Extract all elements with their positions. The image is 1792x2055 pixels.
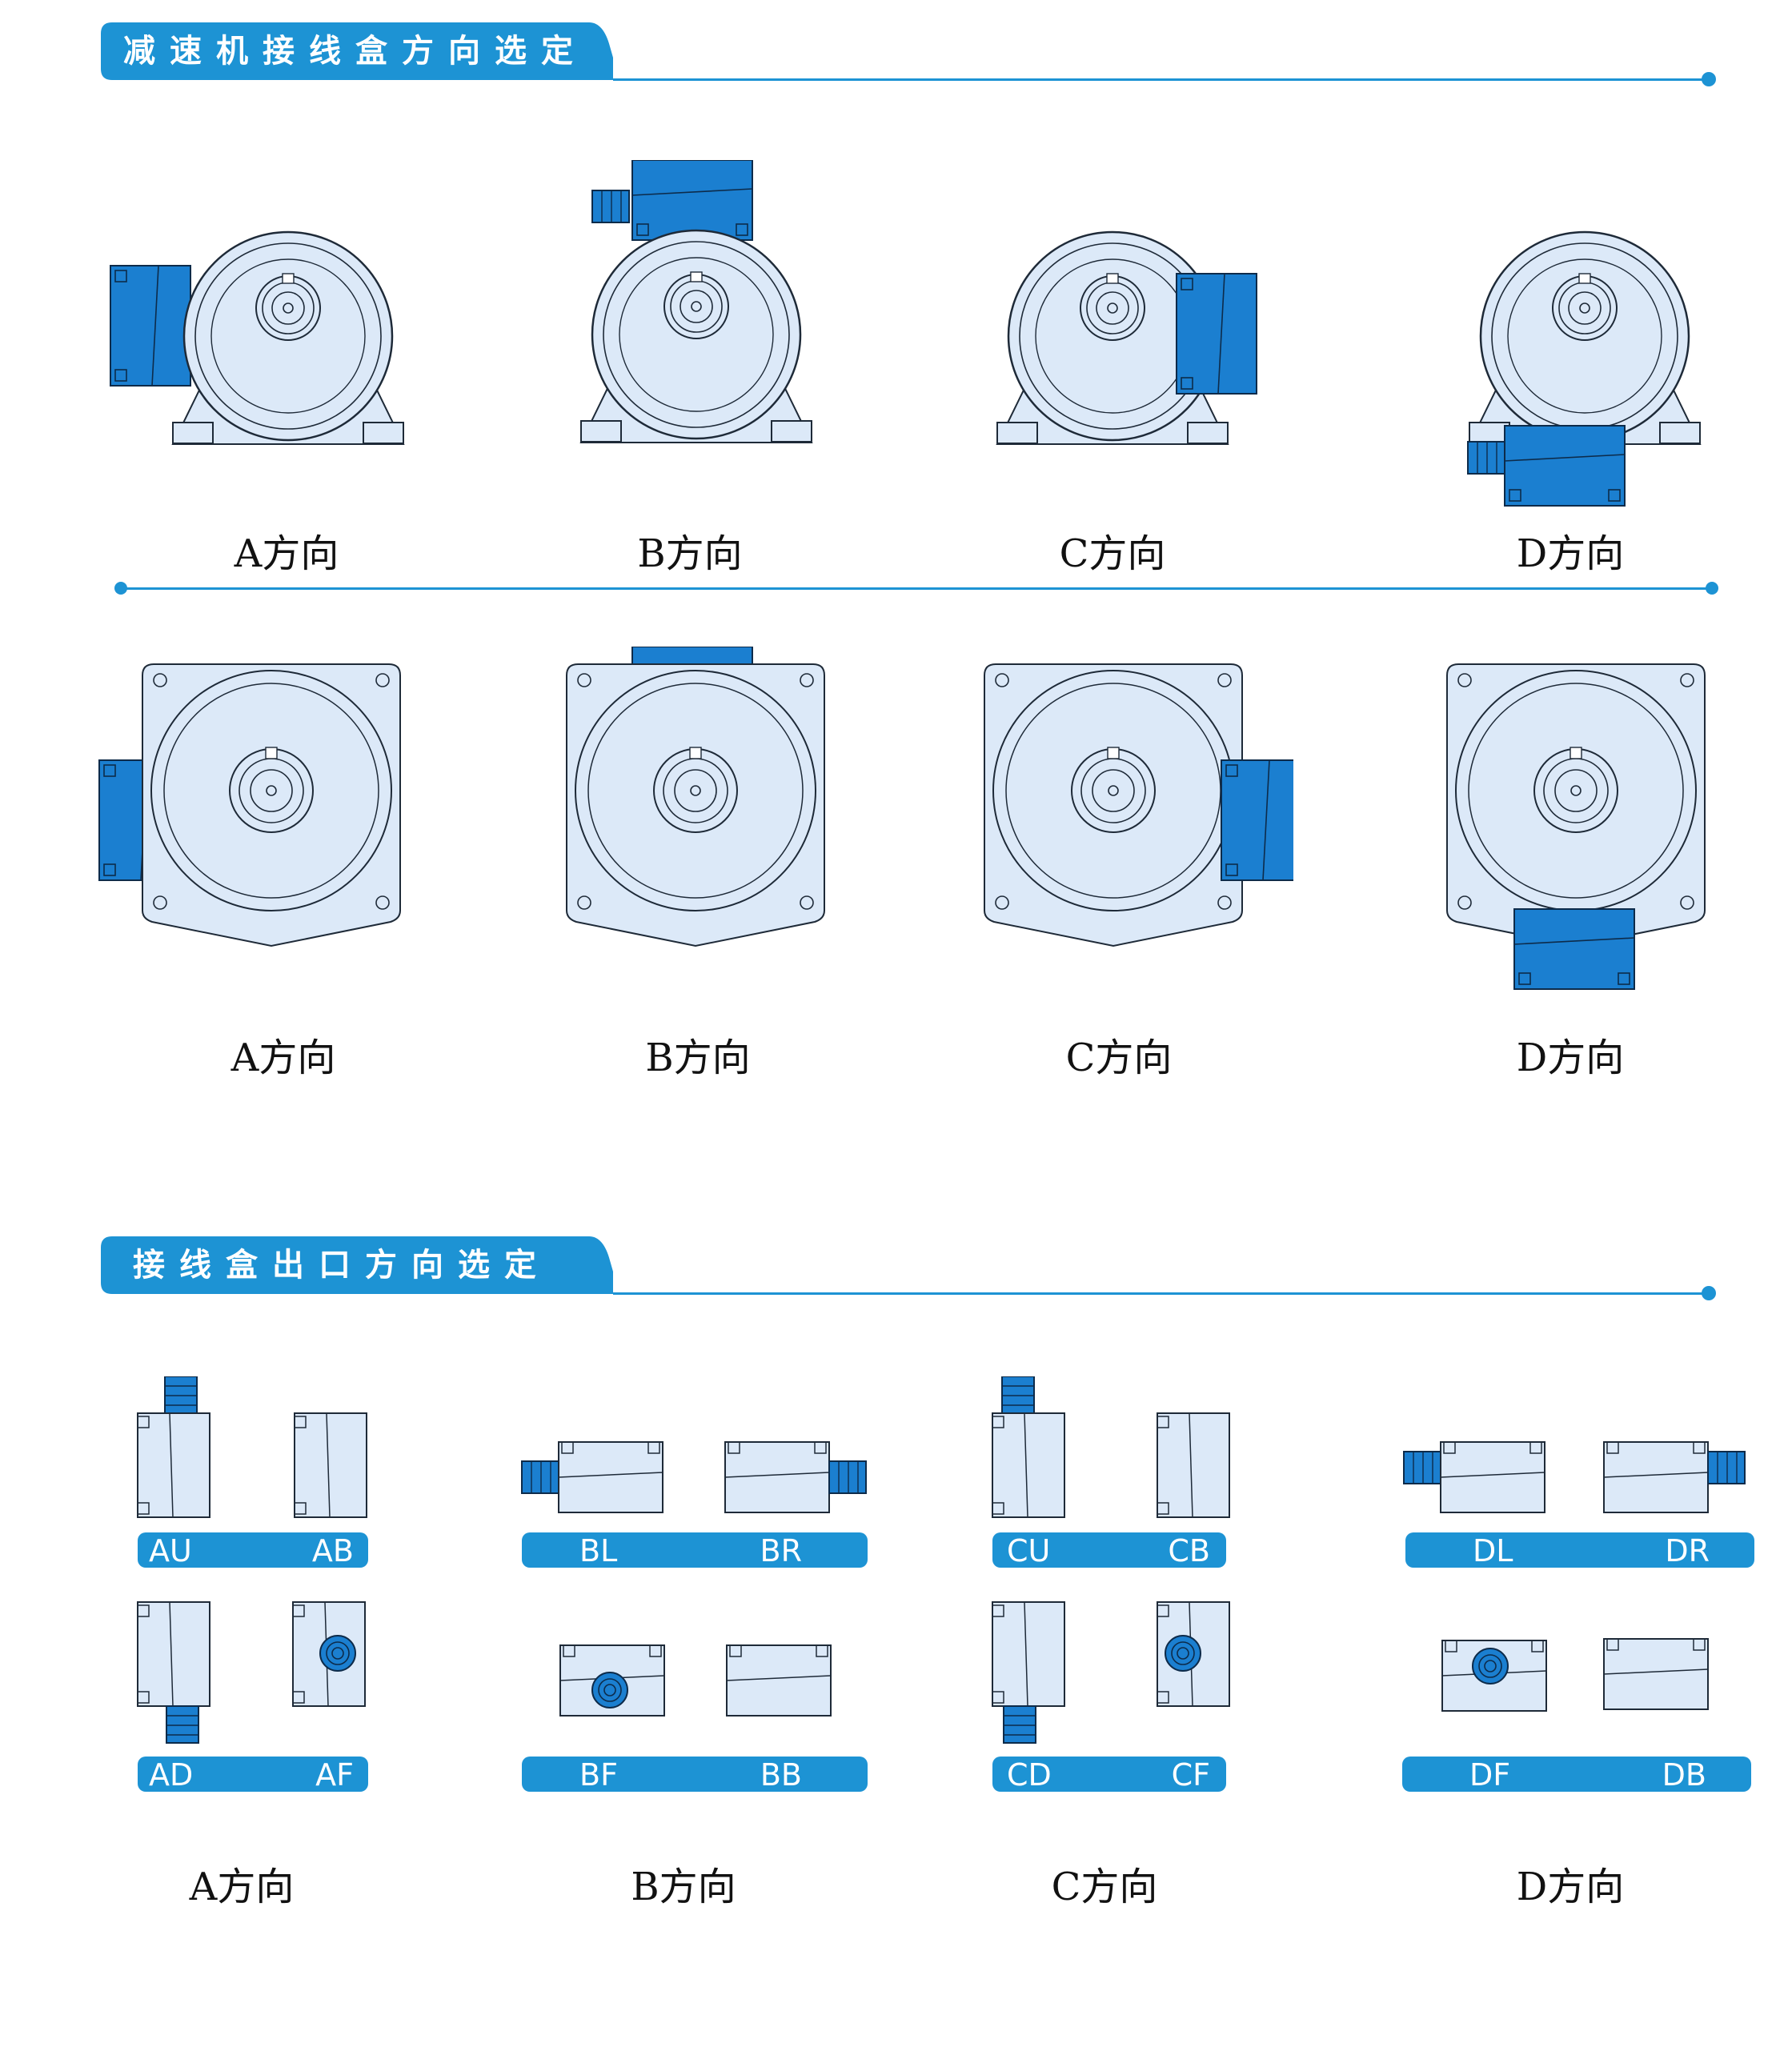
caption-row2-d: D方向 xyxy=(1516,1036,1625,1080)
section-tab-shape xyxy=(101,1236,613,1294)
pill-label-cu: CU xyxy=(1007,1533,1051,1568)
flange-motor-a xyxy=(98,663,401,947)
outlet-cd xyxy=(992,1601,1065,1744)
section-header-outlet: 接线盒出口方向选定 xyxy=(101,1236,1716,1300)
outlet-dr xyxy=(1603,1441,1746,1513)
section-rule-dot xyxy=(1702,1286,1716,1300)
caption-row2-c: C方向 xyxy=(1065,1036,1173,1080)
foot-motor-c xyxy=(996,230,1257,446)
caption-row3-b: B方向 xyxy=(631,1865,736,1909)
pill-label-bl: BL xyxy=(579,1533,618,1568)
pill-df-db: DF DB xyxy=(1402,1757,1751,1793)
pill-ad-af: AD AF xyxy=(138,1757,368,1793)
divider-dot-left xyxy=(114,582,127,595)
foot-motor-b xyxy=(579,160,813,444)
outlet-bb xyxy=(726,1644,832,1717)
caption-row1-d: D方向 xyxy=(1516,531,1625,576)
outlet-bl xyxy=(521,1441,663,1513)
divider-dot-right xyxy=(1706,582,1718,595)
pill-label-dl: DL xyxy=(1473,1533,1513,1568)
caption-row3-a: A方向 xyxy=(189,1865,295,1909)
pill-cu-cb: CU CB xyxy=(992,1532,1226,1568)
caption-row3-c: C方向 xyxy=(1051,1865,1158,1909)
outlet-br xyxy=(724,1441,867,1513)
outlet-cf xyxy=(1157,1601,1230,1707)
outlet-bf xyxy=(559,1644,665,1717)
outlet-cu xyxy=(992,1376,1065,1518)
section-rule-dot xyxy=(1702,72,1716,86)
pill-label-cf: CF xyxy=(1171,1757,1210,1793)
outlet-dl xyxy=(1403,1441,1545,1513)
caption-row1-b: B方向 xyxy=(637,531,743,576)
section-rule xyxy=(613,1292,1703,1295)
outlet-af xyxy=(292,1601,366,1707)
caption-row3-d: D方向 xyxy=(1516,1865,1625,1909)
pill-label-au: AU xyxy=(149,1533,192,1568)
pill-label-af: AF xyxy=(315,1757,354,1793)
pill-label-ad: AD xyxy=(149,1757,194,1793)
outlet-db xyxy=(1603,1638,1709,1710)
foot-motor-a xyxy=(110,230,405,446)
pill-label-dr: DR xyxy=(1665,1533,1710,1568)
pill-label-ab: AB xyxy=(311,1533,354,1568)
pill-label-cd: CD xyxy=(1007,1757,1052,1793)
flange-motor-b xyxy=(566,647,825,947)
outlet-ab xyxy=(294,1412,367,1518)
pill-dl-dr: DL DR xyxy=(1405,1532,1754,1568)
foot-motor-d xyxy=(1467,230,1702,507)
caption-row1-c: C方向 xyxy=(1059,531,1166,576)
flange-motor-c xyxy=(984,663,1293,947)
section-tab-shape xyxy=(101,22,613,80)
caption-row1-a: A方向 xyxy=(234,531,339,576)
section-header-reducer: 减速机接线盒方向选定 xyxy=(101,22,1716,86)
pill-bl-br: BL BR xyxy=(522,1532,868,1568)
pill-label-bb: BB xyxy=(760,1757,802,1793)
row-divider xyxy=(114,582,1718,595)
pill-label-db: DB xyxy=(1662,1757,1706,1793)
pill-cd-cf: CD CF xyxy=(992,1757,1226,1793)
caption-row2-b: B方向 xyxy=(645,1036,751,1080)
section-title-outlet: 接线盒出口方向选定 xyxy=(133,1247,551,1284)
outlet-cb xyxy=(1157,1412,1230,1518)
section-title-reducer: 减速机接线盒方向选定 xyxy=(123,33,587,70)
section-rule xyxy=(613,78,1703,81)
pill-bf-bb: BF BB xyxy=(522,1757,868,1793)
caption-row2-a: A方向 xyxy=(231,1036,336,1080)
pill-label-df: DF xyxy=(1469,1757,1511,1793)
outlet-au xyxy=(137,1376,210,1518)
pill-label-br: BR xyxy=(760,1533,802,1568)
pill-au-ab: AU AB xyxy=(138,1532,368,1568)
pill-label-bf: BF xyxy=(579,1757,618,1793)
outlet-df xyxy=(1441,1640,1547,1712)
outlet-ad xyxy=(137,1601,210,1744)
flange-motor-d xyxy=(1446,663,1706,990)
pill-label-cb: CB xyxy=(1168,1533,1210,1568)
